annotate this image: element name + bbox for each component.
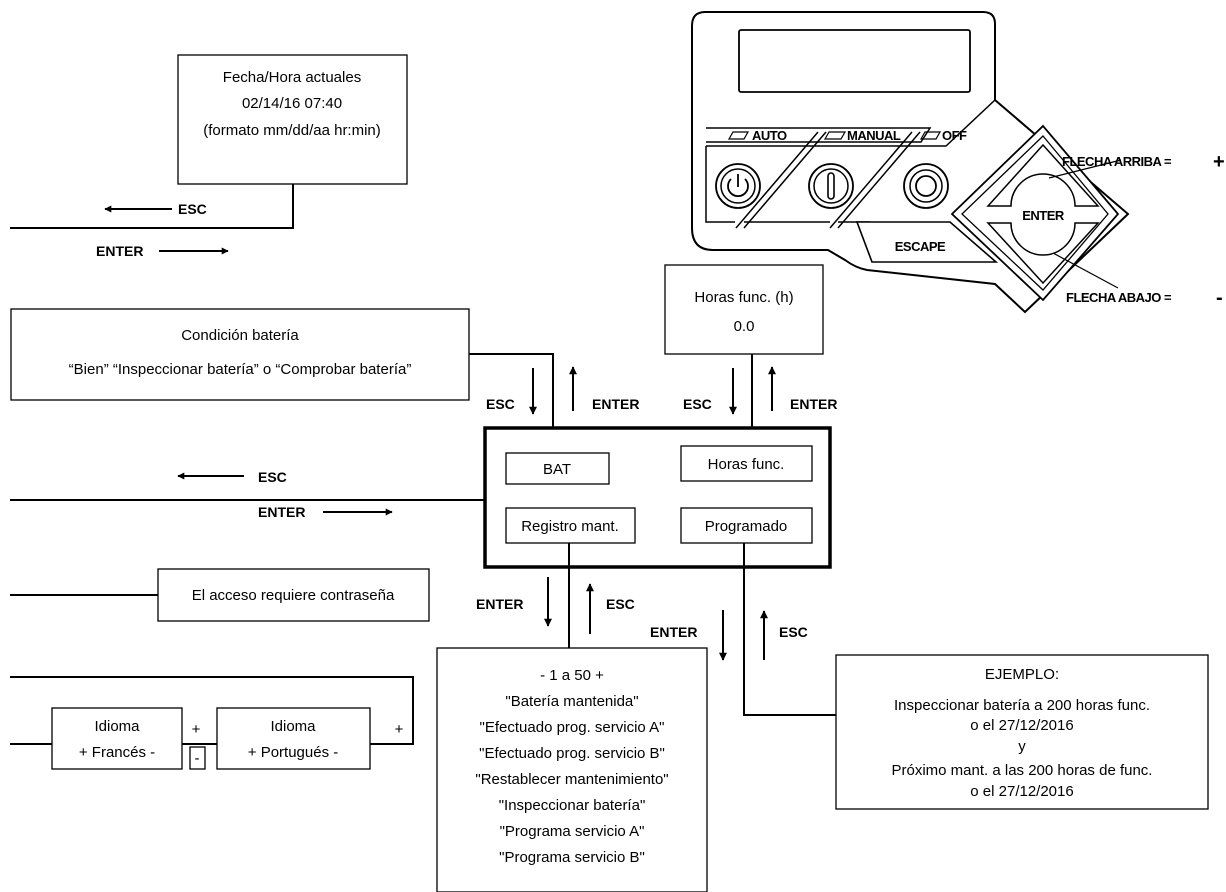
- enter-button[interactable]: ENTER: [1022, 208, 1065, 223]
- password-box: El acceso requiere contraseña: [157, 568, 430, 622]
- registro-item-efectuado-b: "Efectuado prog. servicio B": [479, 745, 665, 762]
- auto-button[interactable]: [715, 163, 761, 209]
- bat-connector: [469, 353, 554, 453]
- horas-func-title: Horas func. (h): [694, 289, 793, 306]
- panel-divider-1: [735, 131, 827, 229]
- registro-item-bateria-mantenida: "Batería mantenida": [505, 693, 638, 710]
- idioma-frances-title: Idioma: [94, 718, 140, 735]
- fecha-hora-box: Fecha/Hora actuales 02/14/16 07:40 (form…: [177, 54, 408, 185]
- registro-enter-label: ENTER: [476, 596, 523, 612]
- nav-mid-esc-label: ESC: [258, 469, 287, 485]
- menu-item-programado[interactable]: Programado: [680, 507, 813, 544]
- nav-top-esc-label: ESC: [178, 201, 207, 217]
- condicion-bateria-options: “Bien” “Inspeccionar batería” o “Comprob…: [69, 361, 412, 378]
- minus-sign: -: [1216, 287, 1223, 309]
- ejemplo-title: EJEMPLO:: [985, 666, 1059, 683]
- enter-key-label: ENTER: [1022, 208, 1065, 223]
- panel-display: [738, 29, 971, 93]
- off-ring-icon: [915, 175, 937, 197]
- ejemplo-line-2: o el 27/12/2016: [970, 717, 1073, 734]
- auto-led-icon: [727, 131, 750, 140]
- arriba-callout-line: [1048, 159, 1122, 179]
- control-panel: AUTO MANUAL OFF ESCAPE: [691, 11, 1225, 314]
- idioma-portugues-title: Idioma: [270, 718, 316, 735]
- menu-item-registro-mant-label: Registro mant.: [521, 518, 619, 535]
- bat-esc-label: ESC: [486, 396, 515, 412]
- abajo-callout-line: [1052, 252, 1119, 289]
- flecha-abajo-label: FLECHA ABAJO =: [1066, 290, 1172, 305]
- ejemplo-line-1: Inspeccionar batería a 200 horas func.: [894, 697, 1150, 714]
- password-label: El acceso requiere contraseña: [192, 587, 395, 604]
- horas-esc-label: ESC: [683, 396, 712, 412]
- idioma-top-connector: [10, 676, 414, 745]
- programado-esc-label: ESC: [779, 624, 808, 640]
- menu-item-horas-func-label: Horas func.: [708, 456, 785, 473]
- nav-top-enter-label: ENTER: [96, 243, 143, 259]
- flecha-abajo-button[interactable]: [986, 222, 1100, 285]
- manual-bar-icon: [827, 172, 835, 200]
- menu-item-bat-label: BAT: [543, 461, 571, 478]
- registro-esc-label: ESC: [606, 596, 635, 612]
- bat-enter-label: ENTER: [592, 396, 639, 412]
- idioma-frances-value: + Francés -: [79, 744, 155, 761]
- fecha-hora-title: Fecha/Hora actuales: [223, 69, 361, 86]
- fecha-hora-format: (formato mm/dd/aa hr:min): [203, 122, 381, 139]
- registro-item-programa-a: "Programa servicio A": [500, 823, 645, 840]
- horas-enter-label: ENTER: [790, 396, 837, 412]
- ejemplo-line-5: o el 27/12/2016: [970, 783, 1073, 800]
- registro-item-inspeccionar: "Inspeccionar batería": [499, 797, 646, 814]
- escape-button[interactable]: ESCAPE: [855, 221, 999, 263]
- flecha-arriba-label: FLECHA ARRIBA =: [1062, 154, 1172, 169]
- manual-button[interactable]: [808, 163, 854, 209]
- plus-sign: +: [1213, 151, 1225, 173]
- idioma-minus-1: -: [195, 750, 200, 767]
- menu-item-bat[interactable]: BAT: [505, 452, 610, 485]
- off-button[interactable]: [903, 163, 949, 209]
- idioma-frances-box[interactable]: Idioma + Francés -: [51, 707, 183, 770]
- ejemplo-line-3: y: [1018, 738, 1026, 755]
- horas-func-box: Horas func. (h) 0.0: [664, 264, 824, 355]
- manual-label: MANUAL: [847, 128, 901, 143]
- auto-label: AUTO: [752, 128, 787, 143]
- programado-enter-label: ENTER: [650, 624, 697, 640]
- flecha-arriba-button[interactable]: [986, 143, 1100, 207]
- menu-item-horas-func[interactable]: Horas func.: [680, 445, 813, 482]
- idioma-plus-2: +: [395, 721, 404, 738]
- programado-connector: [743, 543, 836, 716]
- idioma-plus-1: +: [192, 721, 201, 738]
- ejemplo-box: EJEMPLO: Inspeccionar batería a 200 hora…: [835, 654, 1209, 810]
- off-led-icon: [919, 131, 942, 140]
- registro-item-counter: - 1 a 50 +: [540, 667, 604, 684]
- mode-label-strip: [706, 127, 932, 143]
- idioma-portugues-value: + Portugués -: [248, 744, 338, 761]
- registro-list-box: - 1 a 50 + "Batería mantenida" "Efectuad…: [436, 647, 708, 892]
- menu-item-programado-label: Programado: [705, 518, 788, 535]
- escape-label: ESCAPE: [895, 239, 946, 254]
- nav-mid-enter-label: ENTER: [258, 504, 305, 520]
- fecha-connector: [10, 184, 294, 229]
- fecha-hora-value: 02/14/16 07:40: [242, 95, 342, 112]
- panel-divider-2: [829, 131, 921, 229]
- registro-item-efectuado-a: "Efectuado prog. servicio A": [480, 719, 665, 736]
- idioma-minus-box: [189, 746, 206, 770]
- registro-item-programa-b: "Programa servicio B": [499, 849, 645, 866]
- registro-item-restablecer: "Restablecer mantenimiento": [475, 771, 668, 788]
- menu-item-registro-mant[interactable]: Registro mant.: [505, 507, 636, 544]
- horas-func-value: 0.0: [734, 318, 755, 335]
- manual-led-icon: [823, 131, 847, 140]
- keypad-diamond: [950, 124, 1120, 302]
- ejemplo-line-4: Próximo mant. a las 200 horas de func.: [892, 762, 1153, 779]
- condicion-bateria-title: Condición batería: [181, 327, 299, 344]
- power-icon: [727, 178, 749, 198]
- idioma-portugues-box[interactable]: Idioma + Portugués -: [216, 707, 371, 770]
- condicion-bateria-box: Condición batería “Bien” “Inspeccionar b…: [10, 308, 470, 401]
